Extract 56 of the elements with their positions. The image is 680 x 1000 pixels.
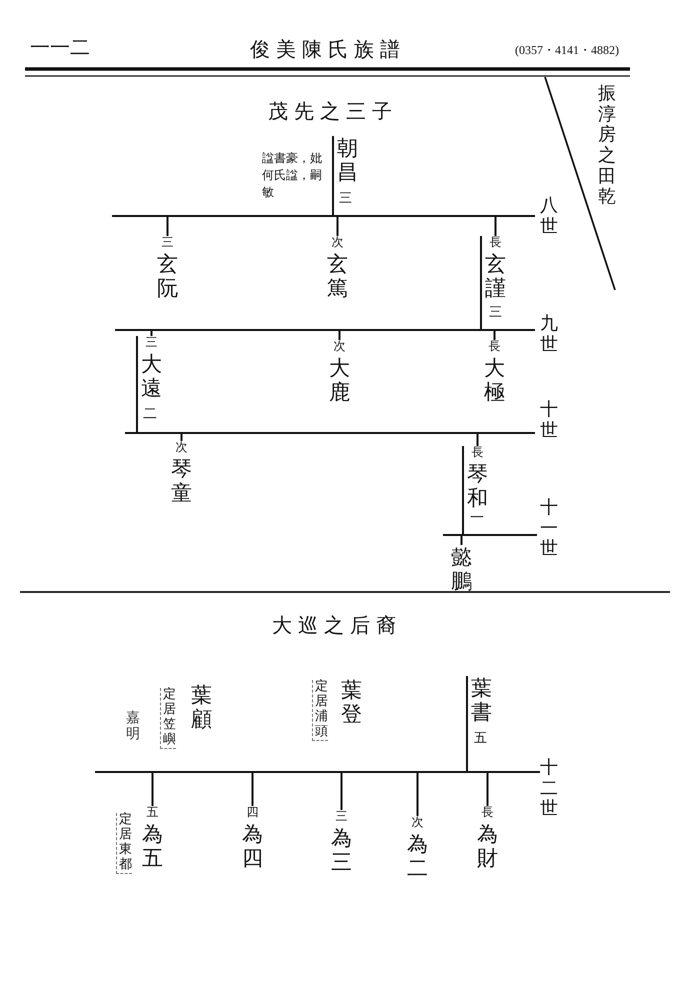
person-name: 琴童 xyxy=(171,456,192,506)
generation-label: 十世 xyxy=(540,400,558,442)
person-name: 為五 xyxy=(142,822,163,870)
person-name: 朝昌 xyxy=(337,136,358,184)
rank-label: 三 xyxy=(162,236,174,250)
lineage-line xyxy=(166,136,334,236)
person-name: 玄謹 xyxy=(485,252,506,300)
person-name: 大鹿 xyxy=(329,356,350,404)
person-name: 葉書 xyxy=(471,676,492,724)
generation-label: 十一世 xyxy=(540,498,558,560)
residence-note: 定居東都 xyxy=(116,813,132,874)
section-title: 大巡之后裔 xyxy=(272,612,402,639)
section-title: 茂先之三子 xyxy=(268,98,398,125)
branch-label: 振淳房之田乾 xyxy=(598,84,616,208)
person-name: 懿鵬 xyxy=(451,545,472,594)
rank-label: 長 xyxy=(490,236,502,250)
person-name: 玄篤 xyxy=(327,252,348,300)
person-name: 葉登 xyxy=(341,678,362,726)
page-title: 俊美陳氏族譜 xyxy=(250,36,406,63)
person-name: 大遠 xyxy=(141,352,162,400)
rank-label: 四 xyxy=(246,806,258,820)
person-name: 為財 xyxy=(477,822,498,870)
rank-label: 次 xyxy=(176,441,188,455)
phone-number: (0357・4141・4882) xyxy=(515,42,619,59)
son-count: 三 xyxy=(339,192,352,207)
rank-label: 五 xyxy=(146,806,158,820)
lineage-line xyxy=(460,446,464,545)
person-name: 琴和 xyxy=(467,462,488,510)
person-name: 大極 xyxy=(484,356,505,404)
person-name: 為四 xyxy=(242,822,263,870)
generation-label: 十二世 xyxy=(540,758,558,820)
rank-label: 長 xyxy=(482,806,494,820)
rank-label: 長 xyxy=(472,446,484,460)
generation-label: 八世 xyxy=(540,196,558,238)
page-number: 一一二 xyxy=(30,34,90,61)
note-text: 諡書豪，妣何氏諡，嗣敏 xyxy=(262,150,323,200)
rank-label: 長 xyxy=(488,340,500,354)
lineage-line xyxy=(150,236,482,336)
rank-label: 三 xyxy=(336,810,348,824)
rank-label: 三 xyxy=(146,336,158,350)
generation-label: 九世 xyxy=(540,314,558,356)
person-name: 玄阮 xyxy=(157,252,178,300)
residence-note: 定居浦頭 xyxy=(312,680,328,741)
son-count: 一 xyxy=(470,510,484,526)
son-count: 五 xyxy=(474,732,487,747)
son-count: 二 xyxy=(143,406,157,422)
rank-label: 次 xyxy=(332,236,344,250)
lineage-line xyxy=(152,676,468,806)
rank-label: 次 xyxy=(334,340,346,354)
rank-label: 次 xyxy=(412,816,424,830)
son-count: 三 xyxy=(489,306,502,321)
person-name: 為三 xyxy=(331,826,352,874)
handwritten-note: 嘉明 xyxy=(126,710,140,742)
residence-note: 定居笠嶼 xyxy=(160,688,176,749)
person-name: 葉顧 xyxy=(191,683,212,732)
person-name: 為二 xyxy=(407,832,428,880)
